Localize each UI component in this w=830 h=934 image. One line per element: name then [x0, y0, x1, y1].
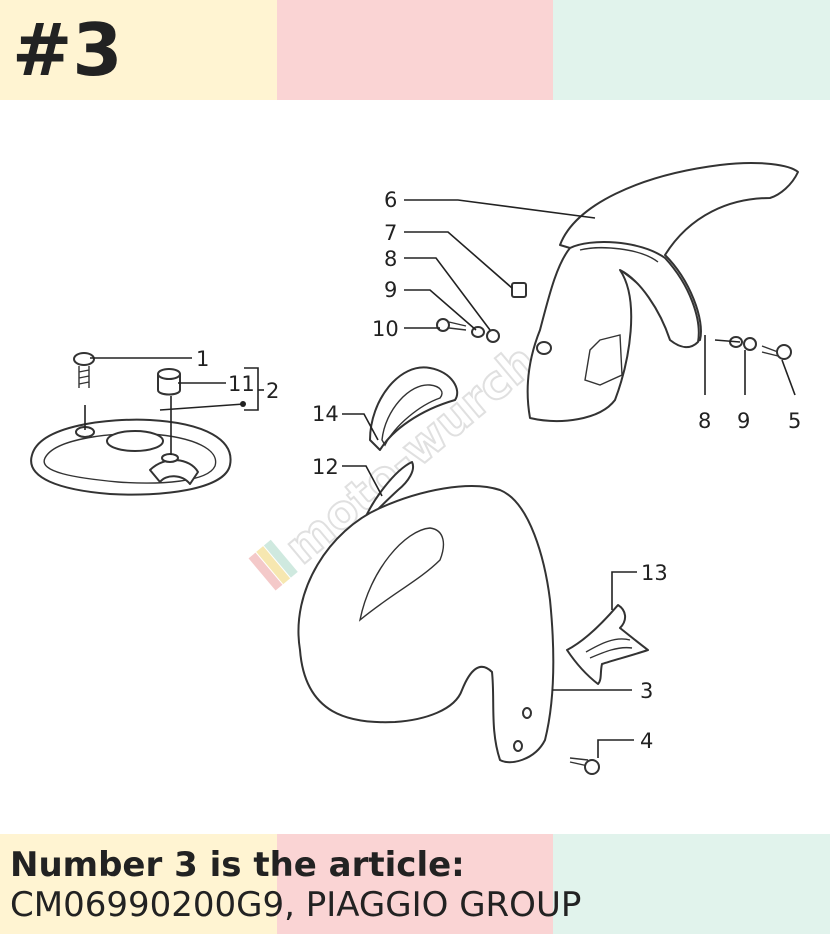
callout-3: 3: [640, 679, 653, 703]
callout-11: 11: [228, 372, 255, 396]
footer-band-pink: [277, 834, 553, 934]
exploded-parts-diagram: moto-wurch: [30, 161, 801, 775]
watermark-stripe-red: [248, 552, 283, 591]
part-spacer-11: [157, 368, 181, 396]
part-clip-7: [511, 282, 527, 298]
part-screw-1: [73, 352, 95, 388]
callout-9-right: 9: [737, 409, 750, 433]
watermark-stripe-yellow: [256, 546, 291, 585]
part-fasteners-left: [436, 318, 500, 343]
callout-5: 5: [788, 409, 801, 433]
callout-4: 4: [640, 729, 653, 753]
article-heading: Number 3 is the article:: [10, 845, 465, 885]
callout-13: 13: [641, 561, 668, 585]
part-fasteners-right: [729, 336, 792, 360]
callout-2: 2: [266, 379, 279, 403]
header-band-mint: [553, 0, 830, 100]
part-front-mudguard: [297, 485, 555, 764]
header-band-pink: [277, 0, 553, 100]
callout-8-right: 8: [698, 409, 711, 433]
leader-lines: [84, 199, 796, 758]
callout-1: 1: [196, 347, 209, 371]
callout-7: 7: [384, 221, 397, 245]
header-band-yellow: [0, 0, 277, 100]
part-badge-13: [566, 604, 649, 685]
item-number: #3: [12, 8, 123, 92]
callout-9-left: 9: [384, 278, 397, 302]
callout-10: 10: [372, 317, 399, 341]
callout-14: 14: [312, 402, 339, 426]
article-code: CM06990200G9, PIAGGIO GROUP: [10, 885, 582, 925]
callout-6: 6: [384, 188, 397, 212]
watermark-stripe-green: [263, 539, 298, 578]
part-ring-plate: [30, 418, 232, 496]
callout-8-left: 8: [384, 247, 397, 271]
footer-band-mint: [553, 834, 830, 934]
part-screw-4: [569, 757, 600, 775]
callout-12: 12: [312, 455, 339, 479]
part-decal-14: [369, 366, 459, 451]
footer-band-yellow: [0, 834, 277, 934]
part-rear-mudguard: [526, 161, 799, 422]
